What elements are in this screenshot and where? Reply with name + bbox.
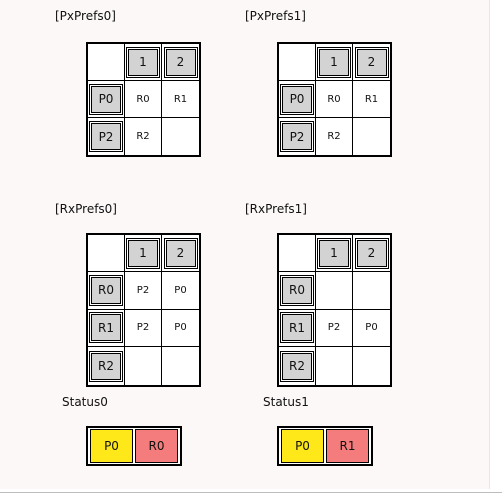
status-label: Status0 <box>62 395 108 409</box>
pref-cell <box>125 347 162 385</box>
pref-cell: R2 <box>316 118 353 155</box>
corner-cell <box>279 44 316 81</box>
pref-cell: R0 <box>125 81 162 118</box>
canvas: [PxPrefs0] 1 2 P0 R0 R1 P2 R2 [PxPrefs1]… <box>55 0 490 489</box>
row-header: R2 <box>280 350 314 382</box>
pref-cell <box>353 118 390 155</box>
column-header-2: 2 <box>163 237 198 269</box>
pref-cell: P2 <box>316 309 353 348</box>
row-header-cell: P0 <box>279 81 316 118</box>
corner-cell <box>88 44 125 81</box>
row-header-cell: P2 <box>88 118 125 155</box>
column-header-1: 1 <box>126 46 160 78</box>
row-header: R1 <box>280 312 314 344</box>
column-header-cell: 2 <box>353 44 390 81</box>
panel-title: [PxPrefs1] <box>245 9 306 23</box>
pref-cell: R1 <box>162 81 199 118</box>
row-header-cell: P0 <box>88 81 125 118</box>
pref-cell: R0 <box>316 81 353 118</box>
column-header-cell: 2 <box>162 44 199 81</box>
column-header-1: 1 <box>317 46 351 78</box>
row-header: R0 <box>89 274 123 306</box>
row-header-cell: R0 <box>279 272 316 310</box>
row-header: R1 <box>89 312 123 344</box>
pref-cell: R2 <box>125 118 162 155</box>
column-header-cell: 1 <box>125 44 162 81</box>
corner-cell <box>88 235 125 272</box>
preference-grid-rxprefs0: 1 2 R0 P2 P0 R1 P2 P0 R2 <box>86 233 201 387</box>
panel-title: [RxPrefs1] <box>245 202 307 216</box>
row-header: P0 <box>89 83 123 115</box>
preference-grid-pxprefs1: 1 2 P0 R0 R1 P2 R2 <box>277 42 392 157</box>
pref-cell: P2 <box>125 309 162 348</box>
pref-cell <box>316 272 353 310</box>
status-proposer: P0 <box>281 429 324 463</box>
column-header-2: 2 <box>163 46 198 78</box>
panel-title: [PxPrefs0] <box>55 9 116 23</box>
row-header-cell: R2 <box>88 347 125 385</box>
column-header-cell: 2 <box>162 235 199 272</box>
preference-grid-rxprefs1: 1 2 R0 R1 P2 P0 R2 <box>277 233 392 387</box>
pref-cell <box>316 347 353 385</box>
column-header-1: 1 <box>317 237 351 269</box>
corner-cell <box>279 235 316 272</box>
pref-cell <box>162 347 199 385</box>
column-header-2: 2 <box>354 237 389 269</box>
row-header-cell: R0 <box>88 272 125 310</box>
column-header-cell: 2 <box>353 235 390 272</box>
panel-title: [RxPrefs0] <box>55 202 117 216</box>
row-header: R0 <box>280 274 314 306</box>
status-box-0: P0 R0 <box>86 426 182 466</box>
row-header: P0 <box>280 83 314 115</box>
pref-cell: P0 <box>162 310 199 348</box>
row-header: P2 <box>280 121 314 152</box>
status-receiver: R1 <box>326 429 369 463</box>
row-header-cell: R2 <box>279 347 316 385</box>
row-header: R2 <box>89 350 123 382</box>
column-header-cell: 1 <box>316 235 353 272</box>
pref-cell <box>353 347 390 385</box>
status-proposer: P0 <box>90 429 133 463</box>
column-header-cell: 1 <box>316 44 353 81</box>
status-label: Status1 <box>263 395 309 409</box>
column-header-cell: 1 <box>125 235 162 272</box>
status-receiver: R0 <box>135 429 178 463</box>
pref-cell: P0 <box>353 310 390 348</box>
pref-cell: R1 <box>353 81 390 118</box>
pref-cell: P0 <box>162 272 199 310</box>
column-header-1: 1 <box>126 237 160 269</box>
preference-grid-pxprefs0: 1 2 P0 R0 R1 P2 R2 <box>86 42 201 157</box>
pref-cell <box>353 272 390 310</box>
row-header-cell: R1 <box>88 309 125 348</box>
row-header: P2 <box>89 121 123 152</box>
row-header-cell: R1 <box>279 309 316 348</box>
status-box-1: P0 R1 <box>277 426 373 466</box>
row-header-cell: P2 <box>279 118 316 155</box>
pref-cell <box>162 118 199 155</box>
column-header-2: 2 <box>354 46 389 78</box>
pref-cell: P2 <box>125 272 162 310</box>
divider <box>0 492 502 493</box>
